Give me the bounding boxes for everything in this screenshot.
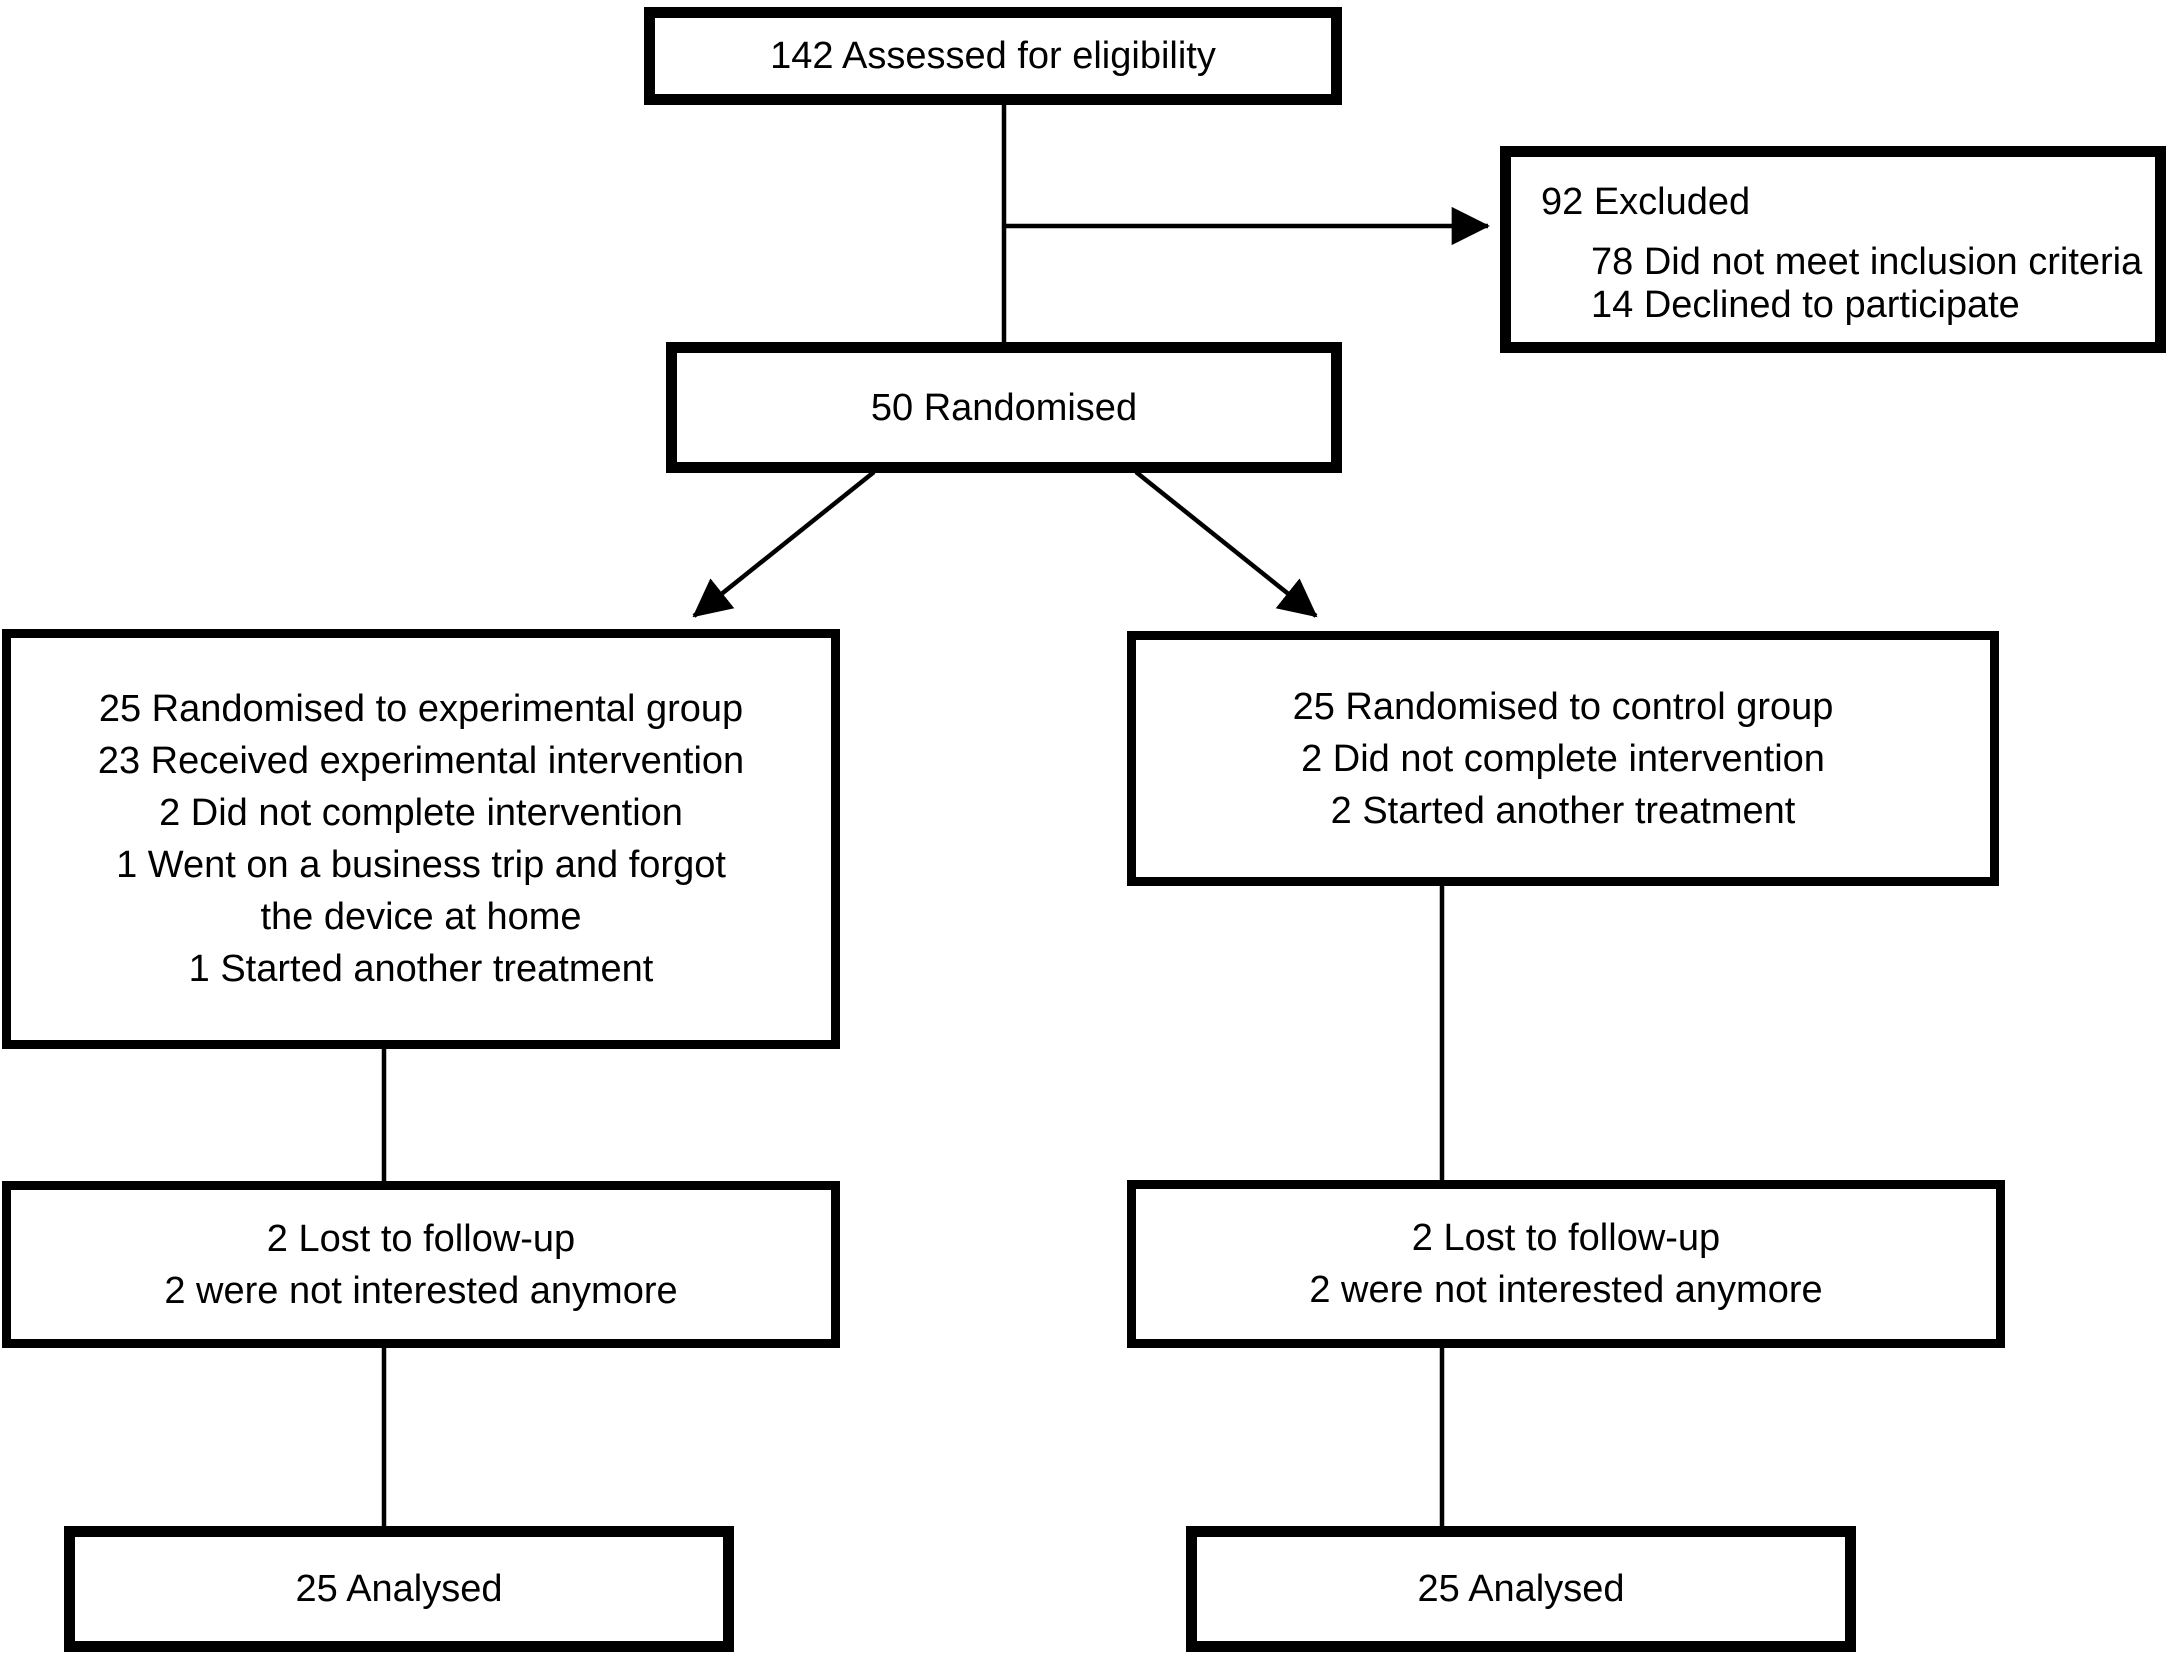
experimental-line: 23 Received experimental intervention xyxy=(97,740,745,782)
excluded-item: 78 Did not meet inclusion criteria xyxy=(1591,241,2143,283)
lost-line: 2 were not interested anymore xyxy=(1309,1269,1823,1311)
analysed-label: 25 Analysed xyxy=(1417,1568,1625,1610)
excluded-heading: 92 Excluded xyxy=(1541,181,1751,223)
box-lost-followup-control: 2 Lost to follow-up 2 were not intereste… xyxy=(1127,1180,2005,1348)
control-line: 2 Started another treatment xyxy=(1330,789,1796,832)
assessed-label: 142 Assessed for eligibility xyxy=(770,35,1216,77)
experimental-line: 1 Went on a business trip and forgot xyxy=(116,844,726,886)
analysed-label: 25 Analysed xyxy=(295,1568,503,1610)
box-analysed-control: 25 Analysed xyxy=(1186,1526,1856,1652)
lost-line: 2 Lost to follow-up xyxy=(266,1217,576,1260)
box-excluded: 92 Excluded 78 Did not meet inclusion cr… xyxy=(1500,146,2166,353)
control-line: 2 Did not complete intervention xyxy=(1301,737,1825,780)
experimental-line: 25 Randomised to experimental group xyxy=(98,688,744,730)
connector-randomised-to-experimental-arrow xyxy=(692,470,876,618)
box-analysed-experimental: 25 Analysed xyxy=(64,1526,734,1652)
box-assessed-for-eligibility: 142 Assessed for eligibility xyxy=(644,7,1342,105)
randomised-label: 50 Randomised xyxy=(870,386,1138,429)
control-line: 25 Randomised to control group xyxy=(1292,685,1834,728)
excluded-items: 78 Did not meet inclusion criteria 14 De… xyxy=(1541,241,2143,327)
connector-randomised-to-control-arrow xyxy=(1134,470,1318,618)
excluded-item: 14 Declined to participate xyxy=(1591,284,2020,326)
experimental-line: 2 Did not complete intervention xyxy=(159,792,683,834)
box-randomised: 50 Randomised xyxy=(666,342,1342,473)
box-experimental-group: 25 Randomised to experimental group 23 R… xyxy=(2,629,840,1049)
lost-line: 2 were not interested anymore xyxy=(164,1269,678,1312)
lost-line: 2 Lost to follow-up xyxy=(1411,1217,1721,1259)
box-lost-followup-experimental: 2 Lost to follow-up 2 were not intereste… xyxy=(2,1181,840,1348)
experimental-line: the device at home xyxy=(260,896,582,938)
experimental-line: 1 Started another treatment xyxy=(188,948,654,990)
box-control-group: 25 Randomised to control group 2 Did not… xyxy=(1127,631,1999,886)
